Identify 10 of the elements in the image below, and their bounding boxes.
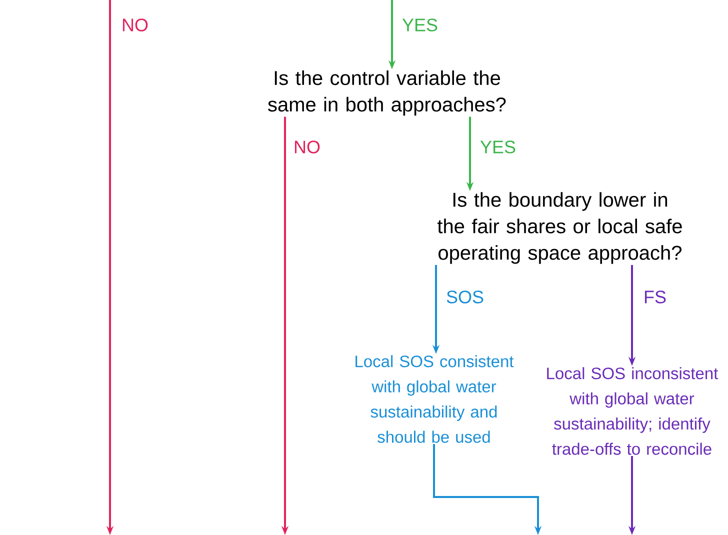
edge-label: YES	[402, 18, 438, 32]
edge-label: NO	[294, 140, 320, 154]
edge-label: SOS	[446, 290, 484, 304]
question-text: Is the control variable the same in both approaches?	[268, 70, 506, 116]
edge-label: FS	[644, 290, 666, 304]
question-text: Is the boundary lower in the fair shares or local safe operating space approach?	[437, 192, 682, 264]
outcome-text: Local SOS inconsistent with global water sustainability; identify trade-offs to reconcile	[547, 367, 718, 455]
branch-label: NO	[122, 18, 148, 32]
edge-label: YES	[480, 140, 516, 154]
outcome-text: Local SOS consistent with global water sustainability and should be used	[356, 355, 514, 443]
